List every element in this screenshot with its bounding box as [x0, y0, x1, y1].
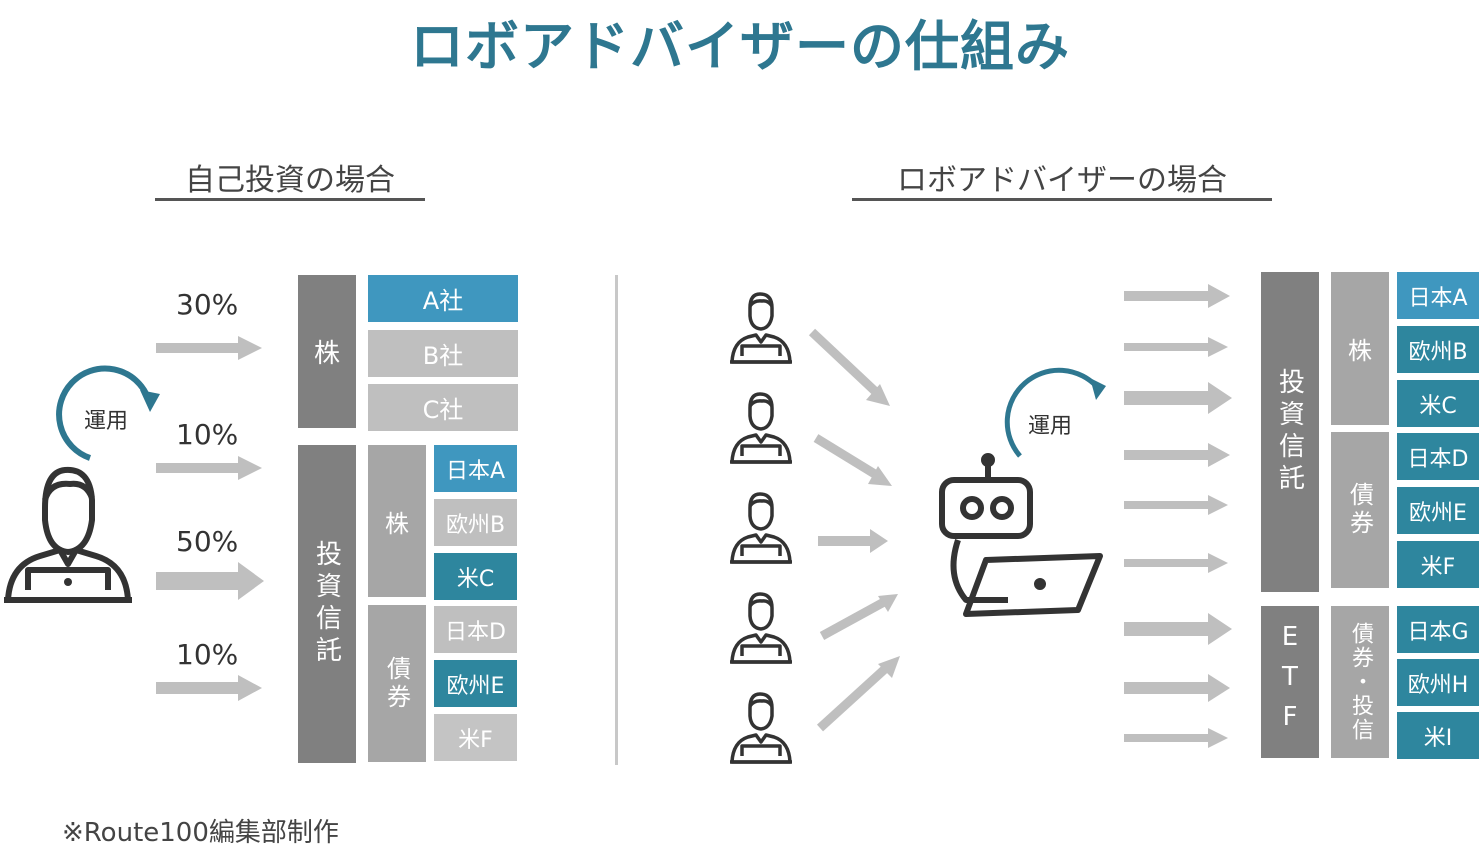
right-etf-item-us-i: 米I: [1397, 712, 1479, 759]
arrow-right-icon: [1124, 613, 1232, 645]
right-fund-sub-stock: 株: [1331, 272, 1389, 425]
left-fund-item-japan-a: 日本A: [434, 445, 517, 492]
left-category-fund: 投資信託: [298, 445, 356, 763]
arrow-right-icon: [156, 456, 262, 480]
right-cycle-label: 運用: [1028, 414, 1073, 439]
left-fund-sub-bond: 債券: [368, 605, 426, 762]
arrow-right-icon: [1124, 495, 1228, 515]
left-category-stock: 株: [298, 275, 356, 428]
left-stock-company-c: C社: [368, 384, 518, 431]
person-icon: [728, 492, 794, 564]
robot-icon: [939, 453, 1103, 617]
left-fund-item-japan-d: 日本D: [434, 606, 517, 653]
left-fund-sub-stock: 株: [368, 445, 426, 597]
left-fund-item-us-c: 米C: [434, 553, 517, 600]
arrow-right-icon: [156, 562, 264, 600]
arrow-diagonal-icon: [813, 434, 892, 486]
laptop-dot-icon: [64, 578, 72, 586]
page-title: ロボアドバイザーの仕組み: [410, 15, 1070, 78]
right-fund-item-us-c: 米C: [1397, 380, 1479, 427]
right-etf-item-japan-g: 日本G: [1397, 606, 1479, 653]
left-fund-item-europe-b: 欧州B: [434, 499, 517, 546]
robo-heading-rule: [852, 198, 1272, 201]
left-stock-company-a: A社: [368, 275, 518, 322]
arrow-right-icon: [1124, 284, 1230, 308]
right-illustration: [728, 292, 1106, 764]
person-icon: [728, 592, 794, 664]
section-divider: [615, 275, 618, 765]
right-fund-item-japan-a: 日本A: [1397, 272, 1479, 319]
arrow-right-icon: [1124, 553, 1228, 573]
right-category-etf: ETF: [1261, 606, 1319, 758]
left-illustration: [4, 365, 160, 603]
arrow-right-icon: [1124, 728, 1228, 748]
pct-stock: 30%: [176, 288, 239, 321]
arrow-diagonal-icon: [816, 656, 900, 732]
right-fund-item-us-f: 米F: [1397, 541, 1479, 588]
arrow-right-icon: [156, 336, 262, 360]
cycle-arrow-icon: [1004, 367, 1106, 458]
self-invest-heading-rule: [155, 198, 425, 201]
right-fund-sub-bond: 債券: [1331, 432, 1389, 588]
right-fund-item-europe-b: 欧州B: [1397, 326, 1479, 373]
person-icon: [728, 392, 794, 464]
left-cycle-label: 運用: [84, 409, 129, 434]
right-etf-item-europe-h: 欧州H: [1397, 659, 1479, 706]
right-fund-item-japan-d: 日本D: [1397, 433, 1479, 480]
left-fund-item-europe-e: 欧州E: [434, 660, 517, 707]
right-etf-sub: 債券・投信: [1331, 606, 1389, 758]
arrow-diagonal-icon: [808, 328, 890, 406]
pct-fund-mid: 50%: [176, 525, 239, 558]
arrow-right-icon: [1124, 382, 1232, 414]
right-fund-item-europe-e: 欧州E: [1397, 487, 1479, 534]
arrow-right-icon: [818, 529, 888, 553]
person-icon: [728, 292, 794, 364]
right-category-fund: 投資信託: [1261, 272, 1319, 592]
arrow-diagonal-icon: [819, 594, 898, 640]
self-invest-heading: 自己投資の場合: [185, 163, 395, 198]
cycle-arrow-icon: [56, 365, 160, 461]
pct-fund-stock-a: 10%: [176, 418, 239, 451]
arrow-right-icon: [156, 675, 262, 701]
source-note: ※Route100編集部制作: [62, 818, 339, 848]
arrow-right-icon: [1124, 674, 1230, 702]
arrow-right-icon: [1124, 337, 1228, 357]
person-icon: [4, 466, 132, 603]
left-fund-item-us-f: 米F: [434, 714, 517, 761]
pct-fund-bond: 10%: [176, 638, 239, 671]
arrow-right-icon: [1124, 443, 1230, 467]
left-stock-company-b: B社: [368, 330, 518, 377]
person-icon: [728, 692, 794, 764]
left-arrows: [156, 336, 264, 701]
robo-heading: ロボアドバイザーの場合: [897, 163, 1227, 198]
right-arrows: [1124, 284, 1232, 748]
